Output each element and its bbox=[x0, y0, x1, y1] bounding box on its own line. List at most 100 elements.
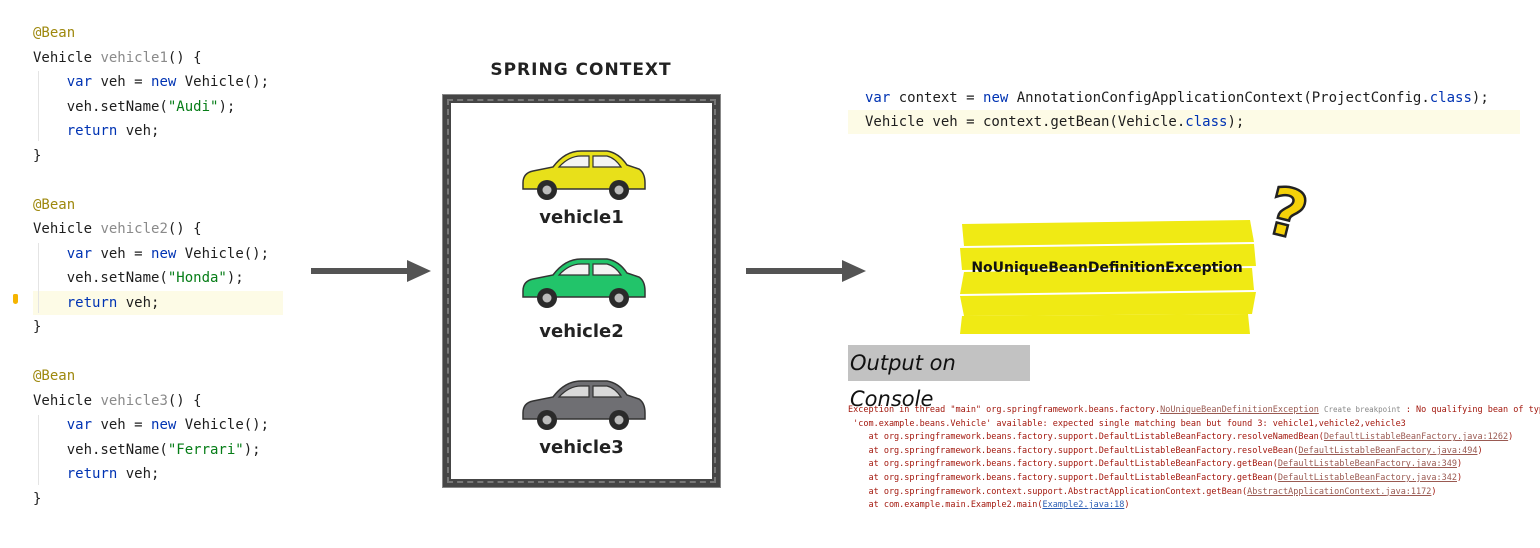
car-label-vehicle2: vehicle2 bbox=[539, 321, 624, 342]
console-line: at org.springframework.beans.factory.sup… bbox=[848, 445, 1540, 459]
console-line-token[interactable]: DefaultListableBeanFactory.java:1262 bbox=[1323, 432, 1509, 443]
spring-context-frame: vehicle1 vehicle2 vehicle3 bbox=[443, 95, 720, 487]
car-label-vehicle3: vehicle3 bbox=[539, 437, 624, 458]
console-line: at org.springframework.context.support.A… bbox=[848, 486, 1540, 500]
code-line-token: "Audi" bbox=[167, 98, 219, 115]
code-line: var context = new AnnotationConfigApplic… bbox=[848, 86, 1520, 110]
console-line: at org.springframework.beans.factory.sup… bbox=[848, 472, 1540, 486]
code-line: var veh = new Vehicle(); bbox=[33, 242, 283, 267]
code-line-token: "Honda" bbox=[167, 270, 227, 286]
code-line: Vehicle vehicle2() { bbox=[33, 217, 283, 242]
car-icon bbox=[522, 380, 646, 430]
code-line: Vehicle vehicle1() { bbox=[33, 46, 283, 71]
car-label-vehicle1: vehicle1 bbox=[539, 207, 624, 228]
code-line-token: veh; bbox=[117, 123, 160, 139]
code-line-token: () { bbox=[167, 221, 202, 237]
code-line-token: return bbox=[66, 466, 118, 482]
code-line-token: vehicle3 bbox=[100, 392, 168, 409]
code-line-token: Vehicle bbox=[33, 392, 101, 409]
code-line-token: veh.setName( bbox=[33, 441, 168, 458]
code-line-token: new bbox=[151, 245, 177, 262]
code-line-token: ); bbox=[218, 98, 236, 115]
code-line: Vehicle vehicle3() { bbox=[33, 389, 283, 414]
code-line: @Bean bbox=[33, 21, 283, 46]
warning-bulb-icon[interactable] bbox=[13, 294, 18, 304]
code-line-token: () { bbox=[167, 49, 202, 66]
code-line-token: @Bean bbox=[33, 25, 76, 41]
console-line-token[interactable]: DefaultListableBeanFactory.java:342 bbox=[1277, 472, 1457, 483]
indent-guide bbox=[38, 243, 39, 313]
code-line: return veh; bbox=[33, 290, 283, 315]
console-line-token: at org.springframework.beans.factory.sup… bbox=[848, 459, 1278, 470]
console-line-token: ) bbox=[1431, 486, 1437, 497]
code-line-token: Vehicle(); bbox=[176, 417, 270, 433]
console-line-token: 'com.example.beans.Vehicle' available: e… bbox=[848, 418, 1406, 429]
console-line: 'com.example.beans.Vehicle' available: e… bbox=[848, 418, 1540, 432]
code-line: veh.setName("Audi"); bbox=[33, 95, 283, 120]
code-line-token: veh.setName( bbox=[33, 270, 168, 286]
indent-guide bbox=[38, 415, 39, 485]
console-line-token[interactable]: Create breakpoint bbox=[1323, 405, 1401, 414]
code-line-token: } bbox=[33, 147, 42, 164]
spring-context-title: SPRING CONTEXT bbox=[490, 60, 672, 80]
code-line bbox=[33, 168, 283, 193]
console-line-token[interactable]: AbstractApplicationContext.java:1172 bbox=[1247, 486, 1432, 497]
code-line-token: return bbox=[66, 123, 118, 139]
code-line-token: @Bean bbox=[33, 368, 76, 384]
code-line: return veh; bbox=[33, 462, 283, 487]
console-line-token[interactable]: NoUniqueBeanDefinitionException bbox=[1160, 405, 1319, 415]
code-line-token: vehicle2 bbox=[100, 221, 168, 237]
arrow-head bbox=[842, 260, 866, 282]
code-line-token: ); bbox=[226, 270, 244, 286]
code-line: @Bean bbox=[33, 193, 283, 218]
code-line: } bbox=[33, 144, 283, 169]
console-line-token[interactable]: DefaultListableBeanFactory.java:349 bbox=[1277, 459, 1457, 470]
code-line-token: } bbox=[33, 319, 42, 335]
code-line-token: () { bbox=[167, 392, 202, 409]
code-line-token: class bbox=[1185, 114, 1228, 130]
code-line-token: new bbox=[983, 90, 1009, 106]
console-output: Exception in thread "main" org.springfra… bbox=[848, 403, 1540, 513]
code-line-token: } bbox=[33, 490, 42, 507]
indent-guide bbox=[38, 71, 39, 141]
code-line: Vehicle veh = context.getBean(Vehicle.cl… bbox=[848, 110, 1520, 134]
console-line-token[interactable]: Example2.java:18 bbox=[1042, 500, 1125, 511]
code-line: var veh = new Vehicle(); bbox=[33, 70, 283, 95]
console-line-token[interactable]: DefaultListableBeanFactory.java:494 bbox=[1298, 445, 1478, 456]
get-bean-code: var context = new AnnotationConfigApplic… bbox=[848, 86, 1520, 134]
console-line-token: ) bbox=[1508, 432, 1514, 443]
arrow-to-context bbox=[311, 268, 411, 274]
code-line-token: Vehicle veh = context.getBean(Vehicle. bbox=[865, 114, 1186, 130]
code-line-token: return bbox=[66, 294, 118, 311]
console-line-token: at org.springframework.beans.factory.sup… bbox=[848, 432, 1324, 443]
code-line-token: veh; bbox=[117, 294, 160, 311]
code-line: var veh = new Vehicle(); bbox=[33, 413, 283, 438]
question-mark-icon: ? bbox=[1258, 178, 1316, 250]
car-body bbox=[522, 380, 646, 420]
console-line-token: : No qualifying bean of type bbox=[1400, 405, 1540, 415]
code-line-token: class bbox=[1429, 90, 1472, 106]
code-line-token: var bbox=[66, 74, 93, 90]
code-line: @Bean bbox=[33, 364, 283, 389]
output-on-console-title: Output on Console bbox=[848, 345, 1030, 411]
code-line: veh.setName("Ferrari"); bbox=[33, 438, 283, 463]
code-line-token: ); bbox=[243, 441, 261, 458]
code-line-token: ); bbox=[1227, 114, 1245, 130]
code-line-token: Vehicle(); bbox=[176, 245, 270, 262]
code-line: } bbox=[33, 315, 283, 340]
console-line-token: at org.springframework.context.support.A… bbox=[848, 486, 1248, 497]
console-line-token: at org.springframework.beans.factory.sup… bbox=[848, 445, 1299, 456]
console-line-token: at com.example.main.Example2.main( bbox=[848, 500, 1043, 511]
code-line-token: veh.setName( bbox=[33, 98, 168, 115]
console-line-token: ) bbox=[1124, 500, 1130, 511]
car-icon bbox=[522, 258, 646, 308]
code-line-token: AnnotationConfigApplicationContext(Proje… bbox=[1008, 90, 1430, 106]
console-line-token: ) bbox=[1457, 459, 1463, 470]
code-line: veh.setName("Honda"); bbox=[33, 266, 283, 291]
code-line-token: @Bean bbox=[33, 196, 76, 213]
exception-name: NoUniqueBeanDefinitionException bbox=[971, 260, 1243, 276]
code-line: return veh; bbox=[33, 119, 283, 144]
code-line-token: ); bbox=[1471, 90, 1489, 106]
car-icon bbox=[522, 150, 646, 200]
highlighter-strokes bbox=[960, 220, 1256, 334]
